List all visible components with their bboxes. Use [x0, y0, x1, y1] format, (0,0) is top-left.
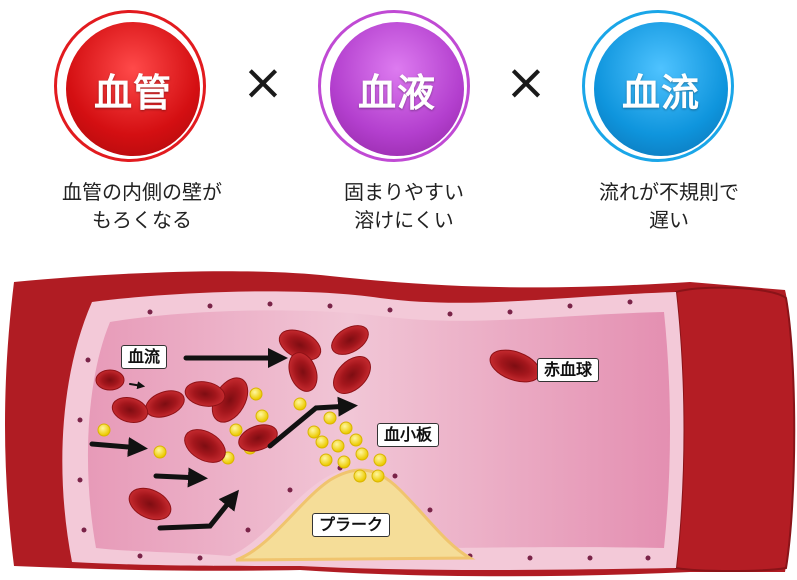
bloodflow-circle-disc: 血流	[594, 22, 728, 156]
flow-arrow-mid	[153, 467, 208, 488]
bloodflow-circle-ring: 血流	[582, 10, 734, 162]
vessel-caption: 血管の内側の壁が もろくなる	[22, 178, 262, 234]
vessel-circle-label: 血管	[93, 70, 172, 115]
vessel-circle-disc: 血管	[66, 22, 200, 156]
bloodflow-circle: 血流	[574, 10, 746, 162]
vessel-caption-line1: 血管の内側の壁が	[62, 180, 222, 204]
bloodflow-caption-line2: 遅い	[649, 208, 689, 232]
blood-circle: 血液	[310, 10, 482, 162]
flow-arrow-bottom	[157, 489, 239, 531]
vessel-right-opening	[674, 286, 796, 572]
vessel-caption-line2: もろくなる	[92, 208, 192, 232]
multiply-sign-1: ×	[242, 53, 284, 111]
bloodflow-circle-label: 血流	[621, 70, 700, 115]
platelet-label: 血小板	[377, 423, 440, 447]
vessel-circle: 血管	[46, 10, 218, 162]
bloodflow-caption: 流れが不規則で 遅い	[549, 178, 789, 234]
red-blood-cells	[95, 325, 541, 521]
flow-arrows	[89, 348, 358, 531]
blood-caption-line1: 固まりやすい	[344, 180, 464, 204]
bloodflow-caption-line1: 流れが不規則で	[599, 180, 739, 204]
blood-circle-ring: 血液	[318, 10, 470, 162]
flow-arrow-mid-left	[89, 437, 148, 457]
blood-caption-line2: 溶けにくい	[354, 208, 454, 232]
flow-arrow-small	[129, 381, 146, 390]
blood-flow-label: 血流	[121, 345, 168, 369]
plaque-label: プラーク	[312, 513, 391, 537]
vessel-circle-ring: 血管	[54, 10, 206, 162]
flow-arrow-up	[267, 396, 358, 449]
blood-circle-disc: 血液	[330, 22, 464, 156]
red-blood-cell-label: 赤血球	[537, 358, 600, 382]
blood-caption: 固まりやすい 溶けにくい	[284, 178, 524, 234]
blood-circle-label: 血液	[357, 70, 436, 115]
multiply-sign-2: ×	[505, 53, 547, 111]
